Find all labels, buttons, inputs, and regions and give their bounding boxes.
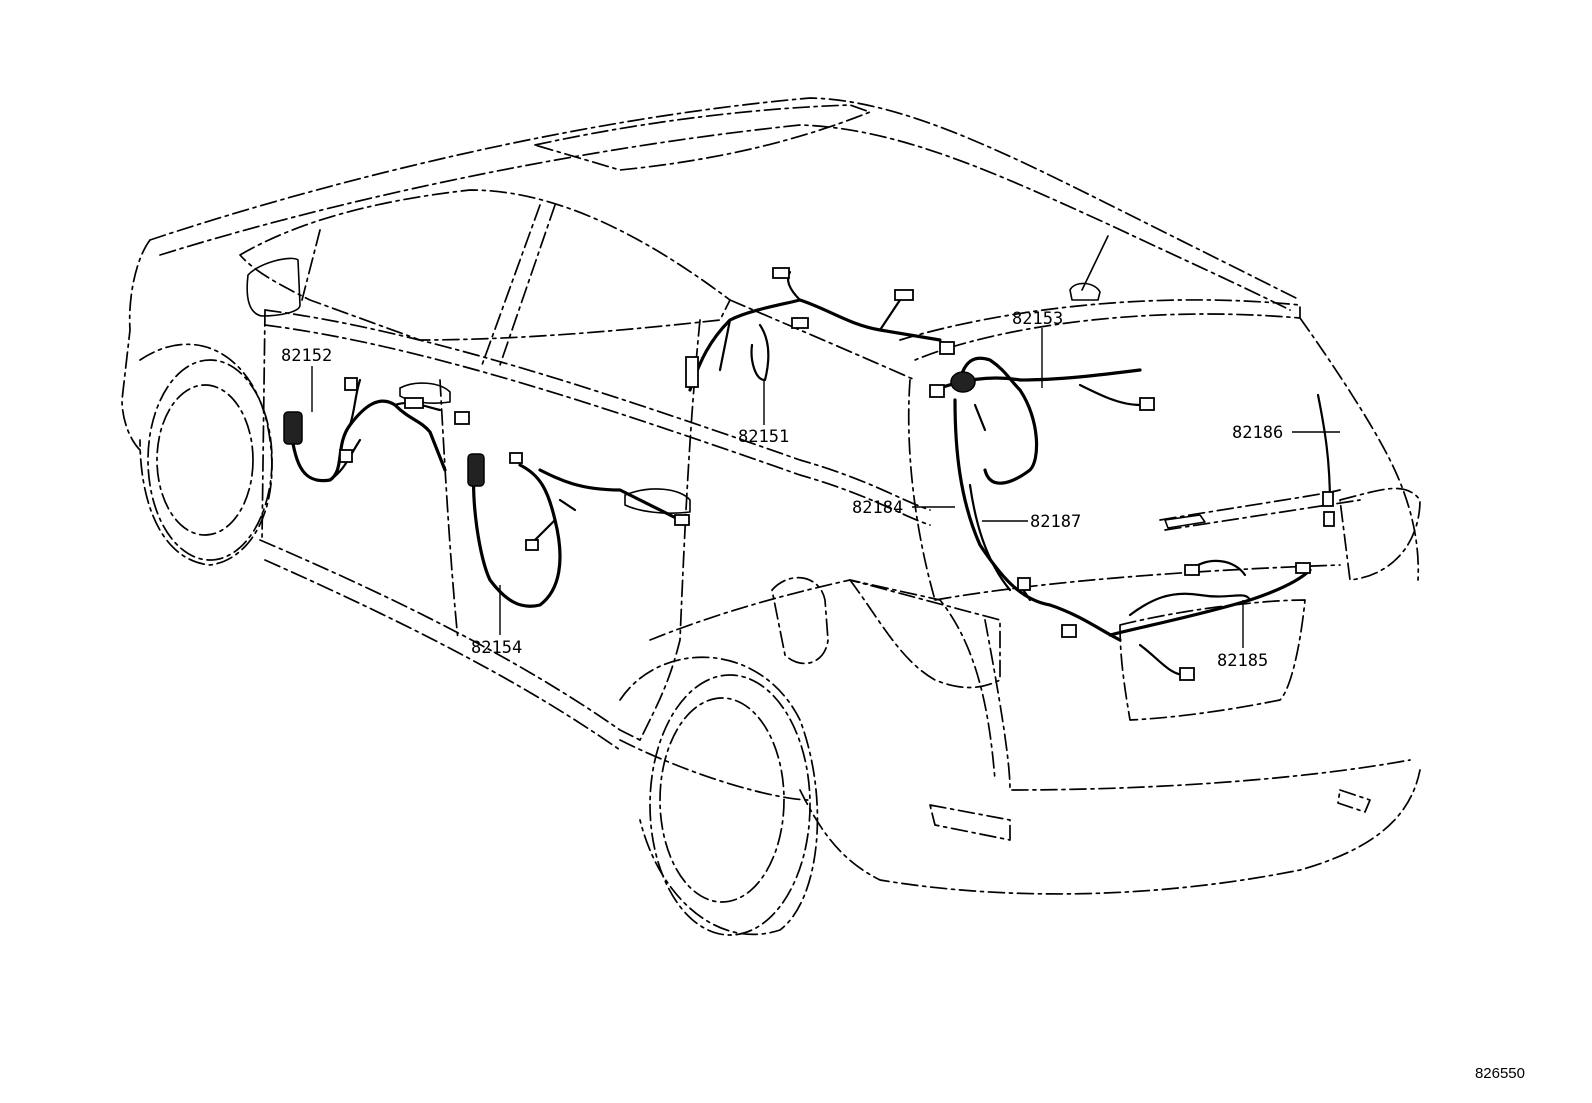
- wire-harness-82151: [685, 267, 942, 392]
- wire-harness-82154: [467, 452, 690, 608]
- wire-harness-82184: [953, 398, 1122, 642]
- diagram-reference-number: 826550: [1475, 1065, 1525, 1082]
- vehicle-body-outline: [121, 97, 1421, 936]
- callout-82154: 82154: [471, 638, 522, 658]
- callout-82151: 82151: [738, 427, 789, 447]
- wire-harness-82185: [1108, 559, 1312, 681]
- wire-harness-82153: [929, 341, 1155, 485]
- leader-lines: [311, 328, 1340, 648]
- callout-82187: 82187: [1030, 512, 1081, 532]
- callout-82152: 82152: [281, 346, 332, 366]
- callout-82186: 82186: [1232, 423, 1283, 443]
- callout-82184: 82184: [852, 498, 903, 518]
- wire-harness-82187: [968, 483, 1012, 592]
- callout-labels: 82152 82151 82153 82154 82184 82187 8218…: [281, 309, 1283, 671]
- callout-82185: 82185: [1217, 651, 1268, 671]
- wire-harness-82186: [1316, 393, 1335, 527]
- wire-harness-82152: [283, 377, 470, 483]
- callout-82153: 82153: [1012, 309, 1063, 329]
